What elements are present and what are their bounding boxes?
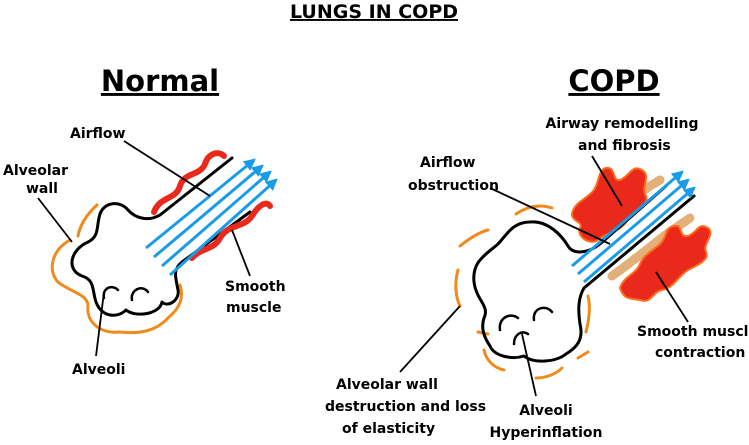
copd-obstruction-leader [489, 187, 611, 245]
copd-destruction-leader [399, 305, 461, 373]
copd-airflow-arrow-3 [583, 186, 696, 284]
normal-smooth-muscle-upper [151, 150, 227, 215]
copd-contraction-label-1: Smooth muscle [637, 324, 749, 340]
normal-alveoli-label: Alveoli [72, 362, 125, 378]
copd-remodelling-label-1: Airway remodelling [546, 116, 699, 132]
copd-alveolar-wall-6 [534, 366, 564, 380]
normal-alveoli-lobes [102, 286, 150, 302]
copd-smooth-muscle-upper [570, 166, 648, 243]
diagram-title: LUNGS IN COPD [290, 1, 458, 23]
normal-airflow-arrow-4 [168, 178, 278, 277]
copd-panel: COPD Airway remodelling and fibrosis Air… [325, 64, 749, 441]
copd-alveolar-wall-3 [454, 268, 462, 308]
normal-heading: Normal [101, 64, 219, 98]
copd-obstruction-label-2: obstruction [408, 178, 499, 194]
copd-hyper-label-1: Alveoli [519, 403, 572, 419]
normal-alveolar-wall [50, 203, 183, 335]
copd-alveolar-wall-8 [584, 294, 591, 334]
copd-airflow-arrow-1 [571, 170, 684, 268]
normal-alveolar-sac [70, 156, 252, 317]
copd-alveolar-wall-7 [576, 350, 590, 360]
copd-hyper-leader [521, 333, 537, 397]
normal-alveolar-wall-leader [37, 197, 73, 243]
copd-obstruction-label-1: Airflow [420, 155, 476, 171]
copd-destruction-label-2: destruction and loss [325, 399, 486, 415]
copd-smooth-muscle-lower [618, 224, 712, 302]
copd-destruction-label-1: Alveolar wall [336, 377, 438, 393]
copd-alveolar-sac [472, 184, 696, 363]
normal-smooth-muscle-label-2: muscle [226, 300, 281, 316]
copd-destruction-label-3: of elasticity [342, 421, 435, 437]
copd-remodelling-leader [591, 155, 623, 207]
copd-alveolar-wall-1 [514, 204, 554, 216]
copd-contraction-label-2: contraction [655, 345, 745, 361]
normal-alveolar-wall-label-2: wall [26, 181, 58, 197]
copd-hyper-label-2: Hyperinflation [490, 425, 603, 441]
normal-airflow-leader [123, 140, 211, 197]
normal-airflow-arrow-1 [145, 158, 256, 250]
copd-alveoli-lobes [498, 306, 554, 346]
normal-smooth-muscle-leader [231, 229, 251, 277]
normal-airflow-arrow-2 [153, 164, 264, 259]
copd-alveolar-wall-2 [458, 228, 490, 248]
copd-alveolar-wall-5 [482, 348, 506, 372]
normal-airflow-label: Airflow [70, 126, 126, 142]
normal-alveoli-leader [95, 291, 105, 357]
copd-contraction-leader [655, 271, 689, 323]
copd-heading: COPD [568, 64, 659, 98]
normal-smooth-muscle-label-1: Smooth [225, 279, 286, 295]
normal-airflow-arrow-3 [161, 170, 272, 268]
normal-panel: Normal Airflow Alveolar wall Smooth musc… [3, 64, 286, 378]
copd-airflow-arrow-2 [577, 178, 690, 276]
normal-alveolar-wall-label-1: Alveolar [3, 163, 68, 179]
normal-smooth-muscle-lower [189, 200, 273, 261]
copd-remodelling-label-2: and fibrosis [578, 138, 671, 154]
